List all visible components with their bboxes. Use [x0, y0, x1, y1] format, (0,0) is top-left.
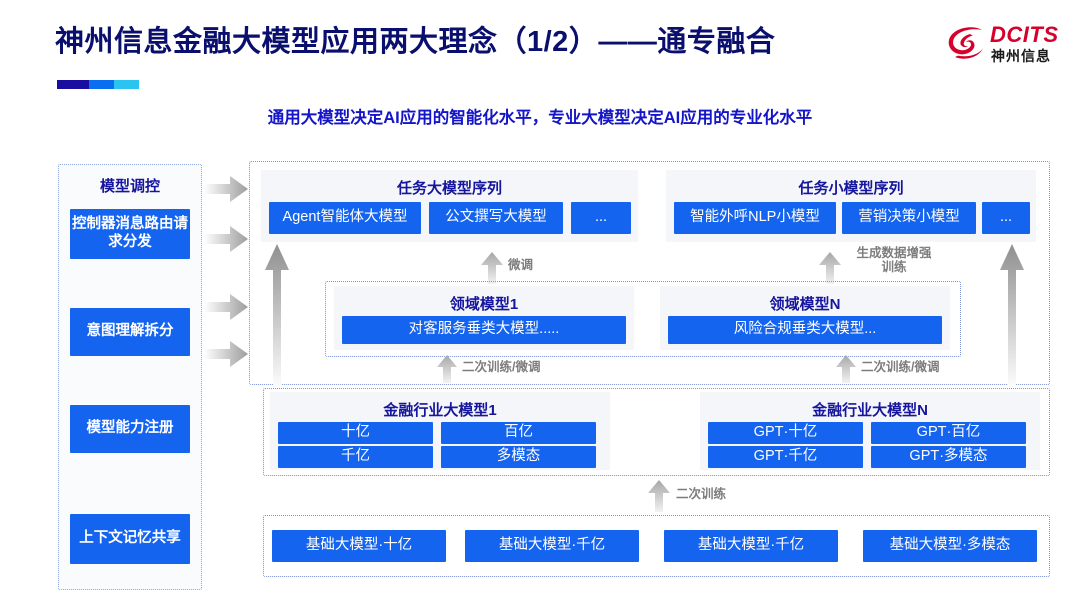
- foundation-layer-frame: [263, 515, 1050, 577]
- industry-panel-1: 金融行业大模型1 十亿 百亿 千亿 多模态: [270, 392, 610, 470]
- control-item-context-memory[interactable]: 上下文记忆共享: [70, 514, 190, 564]
- accent-seg-1: [57, 80, 89, 89]
- up-arrow-finetune: [481, 252, 503, 289]
- task-small-chip-0[interactable]: 智能外呼NLP小模型: [674, 202, 836, 234]
- accent-seg-3: [114, 80, 139, 89]
- task-small-chip-more[interactable]: ...: [982, 202, 1030, 234]
- task-small-chip-1[interactable]: 营销决策小模型: [842, 202, 976, 234]
- foundation-chip-1[interactable]: 基础大模型·千亿: [465, 530, 639, 562]
- task-small-panel: 任务小模型序列 智能外呼NLP小模型 营销决策小模型 ...: [666, 170, 1036, 242]
- task-small-panel-title: 任务小模型序列: [798, 180, 904, 197]
- flow-label-gen-data-aug: 生成数据增强 训练: [856, 246, 932, 275]
- industry-1-chip-0[interactable]: 十亿: [278, 422, 433, 444]
- domain-panel-1-chip[interactable]: 对客服务垂类大模型.....: [342, 316, 626, 344]
- domain-panel-1: 领域模型1 对客服务垂类大模型.....: [334, 286, 634, 350]
- up-arrow-retrain-finetune-left: [437, 355, 457, 388]
- flow-label-retrain-finetune-left: 二次训练/微调: [462, 360, 541, 374]
- page-title: 神州信息金融大模型应用两大理念（1/2）——通专融合: [55, 26, 776, 58]
- flow-label-finetune: 微调: [508, 258, 534, 272]
- industry-n-chip-2[interactable]: GPT·千亿: [708, 446, 863, 468]
- task-layer-frame: [249, 161, 1050, 385]
- industry-1-chip-3[interactable]: 多模态: [441, 446, 596, 468]
- logo-wordmark: DCITS: [990, 22, 1059, 47]
- control-item-capability-registry[interactable]: 模型能力注册: [70, 405, 190, 453]
- control-column: 模型调控 控制器消息路由请求分发 意图理解拆分 模型能力注册 上下文记忆共享: [58, 164, 202, 590]
- dispatch-arrow-1: [204, 176, 248, 202]
- foundation-chip-2[interactable]: 基础大模型·千亿: [664, 530, 838, 562]
- foundation-panel: 基础大模型·十亿 基础大模型·千亿 基础大模型·千亿 基础大模型·多模态: [267, 518, 1044, 572]
- control-item-intent-parsing[interactable]: 意图理解拆分: [70, 308, 190, 356]
- task-large-chip-0[interactable]: Agent智能体大模型: [269, 202, 421, 234]
- control-column-title: 模型调控: [99, 178, 160, 195]
- up-arrow-retrain: [648, 480, 670, 517]
- task-large-chip-more[interactable]: ...: [571, 202, 631, 234]
- industry-panel-1-title: 金融行业大模型1: [383, 402, 497, 419]
- task-large-panel-title: 任务大模型序列: [396, 180, 502, 197]
- industry-n-chip-3[interactable]: GPT·多模态: [871, 446, 1026, 468]
- up-arrow-gen-data-aug: [819, 252, 841, 289]
- control-item-message-routing[interactable]: 控制器消息路由请求分发: [70, 209, 190, 259]
- industry-1-chip-2[interactable]: 千亿: [278, 446, 433, 468]
- foundation-chip-0[interactable]: 基础大模型·十亿: [272, 530, 446, 562]
- dispatch-arrow-2: [204, 226, 248, 252]
- industry-panel-n: 金融行业大模型N GPT·十亿 GPT·百亿 GPT·千亿 GPT·多模态: [700, 392, 1040, 470]
- flow-label-retrain: 二次训练: [676, 487, 727, 501]
- industry-1-chip-1[interactable]: 百亿: [441, 422, 596, 444]
- accent-seg-2: [89, 80, 114, 89]
- flow-label-retrain-finetune-right: 二次训练/微调: [861, 360, 940, 374]
- industry-panel-n-title: 金融行业大模型N: [812, 402, 928, 419]
- industry-n-chip-1[interactable]: GPT·百亿: [871, 422, 1026, 444]
- foundation-chip-3[interactable]: 基础大模型·多模态: [863, 530, 1037, 562]
- domain-layer-frame: [325, 281, 961, 357]
- up-arrow-tall-right: [1000, 244, 1024, 395]
- domain-panel-n: 领域模型N 风险合规垂类大模型...: [660, 286, 950, 350]
- dcits-swoosh-icon: [946, 26, 986, 62]
- industry-n-chip-0[interactable]: GPT·十亿: [708, 422, 863, 444]
- dispatch-arrow-3: [204, 294, 248, 320]
- domain-panel-n-chip[interactable]: 风险合规垂类大模型...: [668, 316, 942, 344]
- domain-panel-n-title: 领域模型N: [769, 296, 841, 313]
- domain-panel-1-title: 领域模型1: [449, 296, 519, 313]
- up-arrow-retrain-finetune-right: [836, 355, 856, 388]
- title-accent-bar: [57, 80, 139, 89]
- up-arrow-tall-left: [265, 244, 289, 395]
- logo-chinese-name: 神州信息: [991, 48, 1051, 64]
- task-large-panel: 任务大模型序列 Agent智能体大模型 公文撰写大模型 ...: [261, 170, 638, 242]
- task-large-chip-1[interactable]: 公文撰写大模型: [429, 202, 563, 234]
- industry-layer-frame: [263, 388, 1050, 476]
- page-subtitle: 通用大模型决定AI应用的智能化水平，专业大模型决定AI应用的专业化水平: [267, 109, 813, 127]
- company-logo: DCITS 神州信息: [946, 20, 1066, 72]
- dispatch-arrow-4: [204, 341, 248, 367]
